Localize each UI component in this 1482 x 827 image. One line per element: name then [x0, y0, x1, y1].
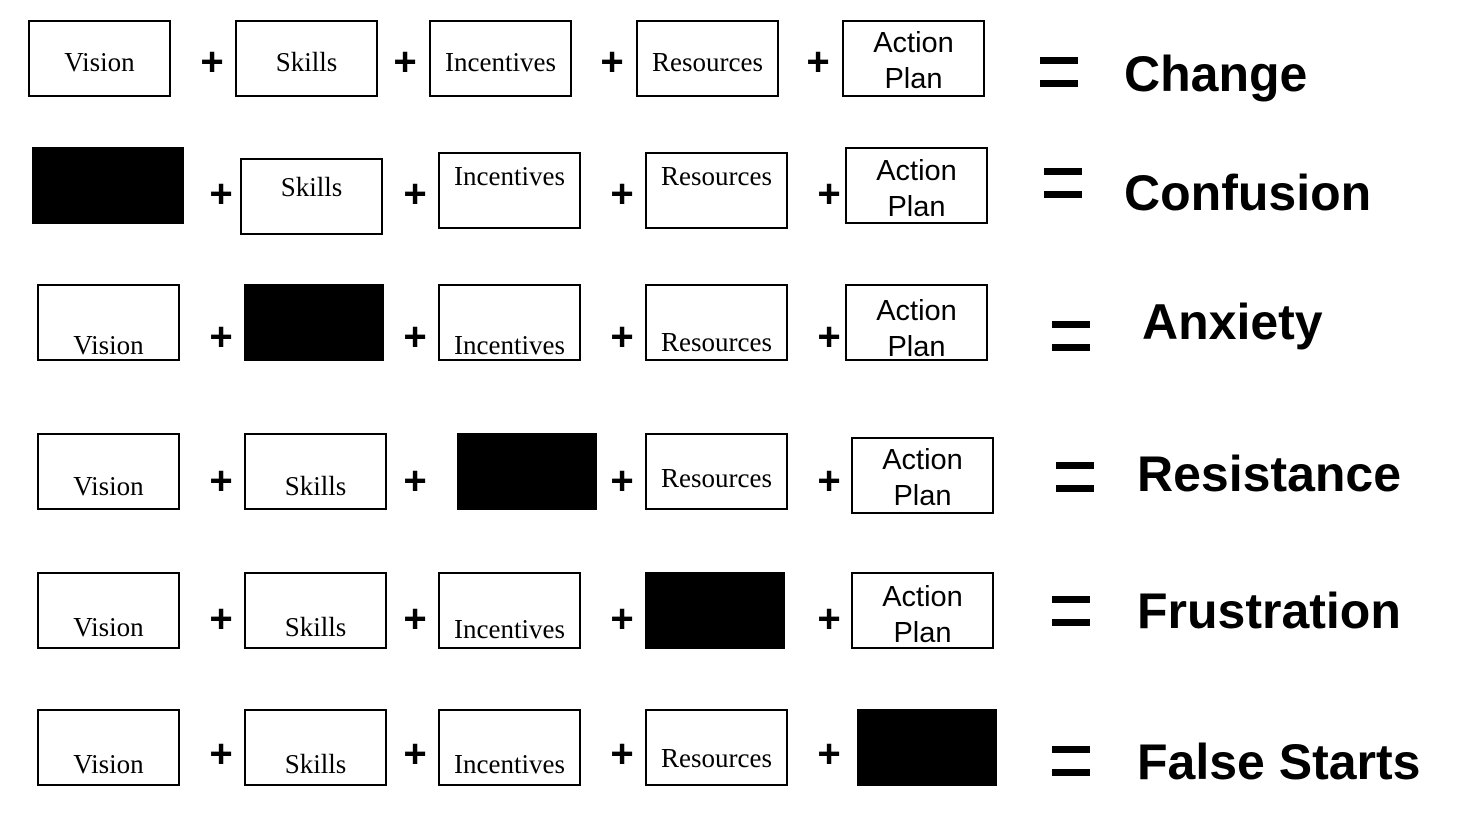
resources-box: Resources [645, 433, 788, 510]
resources-label: Resources [661, 463, 772, 493]
result-false-starts: False Starts [1137, 734, 1421, 790]
vision-label: Vision [73, 330, 144, 360]
missing-skills-box [244, 284, 384, 361]
action-plan-label-line1: Action [882, 443, 963, 476]
action-plan-label-line2: Plan [887, 190, 946, 223]
incentives-label: Incentives [454, 749, 565, 779]
vision-box: Vision [37, 284, 180, 361]
action-plan-label-line2: Plan [887, 330, 946, 361]
action-plan-box: Action Plan [851, 437, 994, 514]
missing-vision-box [32, 147, 184, 224]
equals-sign [1056, 462, 1094, 492]
plus-sign: + [393, 40, 417, 84]
result-anxiety: Anxiety [1142, 294, 1323, 350]
vision-box: Vision [37, 572, 180, 649]
plus-sign: + [200, 40, 224, 84]
incentives-box: Incentives [429, 20, 572, 97]
incentives-box: Incentives [438, 284, 581, 361]
action-plan-label-line1: Action [873, 26, 954, 59]
missing-resources-box [645, 572, 785, 649]
equals-sign [1052, 746, 1090, 776]
equals-sign [1044, 168, 1082, 198]
incentives-box: Incentives [438, 709, 581, 786]
resources-label: Resources [661, 743, 772, 773]
plus-sign: + [209, 732, 233, 776]
plus-sign: + [403, 172, 427, 216]
incentives-box: Incentives [438, 572, 581, 649]
action-plan-box: Action Plan [845, 147, 988, 224]
skills-box: Skills [244, 709, 387, 786]
skills-box: Skills [244, 572, 387, 649]
vision-label: Vision [64, 47, 135, 77]
skills-label: Skills [275, 47, 338, 77]
resources-box: Resources [645, 152, 788, 229]
vision-label: Vision [73, 749, 144, 779]
plus-sign: + [806, 40, 830, 84]
action-plan-label-line2: Plan [884, 62, 943, 95]
plus-sign: + [209, 315, 233, 359]
action-plan-box: Action Plan [845, 284, 988, 361]
plus-sign: + [817, 597, 841, 641]
plus-sign: + [817, 732, 841, 776]
missing-action-plan-box [857, 709, 997, 786]
action-plan-box: Action Plan [851, 572, 994, 649]
resources-box: Resources [645, 709, 788, 786]
resources-label: Resources [652, 47, 763, 77]
plus-sign: + [403, 597, 427, 641]
vision-label: Vision [73, 471, 144, 501]
vision-label: Vision [73, 612, 144, 642]
plus-sign: + [209, 172, 233, 216]
plus-sign: + [610, 172, 634, 216]
skills-box: Skills [235, 20, 378, 97]
result-frustration: Frustration [1137, 583, 1401, 639]
incentives-label: Incentives [445, 47, 556, 77]
plus-sign: + [610, 597, 634, 641]
equals-sign [1052, 596, 1090, 626]
action-plan-label-line1: Action [876, 154, 957, 187]
vision-box: Vision [37, 709, 180, 786]
action-plan-box: Action Plan [842, 20, 985, 97]
skills-box: Skills [244, 433, 387, 510]
resources-label: Resources [661, 327, 772, 357]
equals-sign [1040, 57, 1078, 87]
equals-sign [1052, 321, 1090, 351]
skills-label: Skills [280, 172, 343, 202]
plus-sign: + [817, 172, 841, 216]
incentives-label: Incentives [454, 330, 565, 360]
plus-sign: + [403, 732, 427, 776]
plus-sign: + [610, 315, 634, 359]
action-plan-label-line2: Plan [893, 616, 952, 649]
action-plan-label-line2: Plan [893, 479, 952, 512]
plus-sign: + [600, 40, 624, 84]
incentives-label: Incentives [454, 161, 565, 191]
incentives-label: Incentives [454, 614, 565, 644]
action-plan-label-line1: Action [882, 580, 963, 613]
result-change: Change [1124, 46, 1308, 102]
vision-box: Vision [28, 20, 171, 97]
result-resistance: Resistance [1137, 446, 1402, 502]
vision-box: Vision [37, 433, 180, 510]
plus-sign: + [209, 597, 233, 641]
skills-label: Skills [284, 612, 347, 642]
skills-label: Skills [284, 471, 347, 501]
plus-sign: + [403, 459, 427, 503]
plus-sign: + [209, 459, 233, 503]
action-plan-label-line1: Action [876, 294, 957, 327]
plus-sign: + [610, 732, 634, 776]
incentives-box: Incentives [438, 152, 581, 229]
skills-box: Skills [240, 158, 383, 235]
resources-box: Resources [636, 20, 779, 97]
plus-sign: + [817, 315, 841, 359]
skills-label: Skills [284, 749, 347, 779]
plus-sign: + [610, 459, 634, 503]
plus-sign: + [403, 315, 427, 359]
resources-box: Resources [645, 284, 788, 361]
missing-incentives-box [457, 433, 597, 510]
plus-sign: + [817, 459, 841, 503]
result-confusion: Confusion [1124, 165, 1372, 221]
resources-label: Resources [661, 161, 772, 191]
